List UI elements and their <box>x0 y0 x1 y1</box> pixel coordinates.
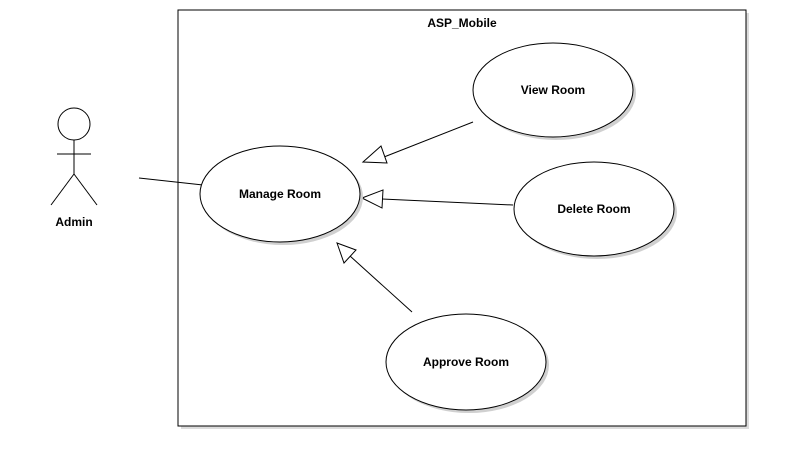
use-case-manage-room[interactable]: Manage Room <box>199 145 363 245</box>
generalization-delete-manage <box>360 189 514 209</box>
generalization-line <box>383 121 474 158</box>
generalization-line <box>349 255 413 313</box>
actor-admin[interactable]: Admin <box>50 107 98 229</box>
use-case-label: View Room <box>521 83 585 97</box>
actor-right-leg <box>73 173 98 206</box>
use-case-ellipse <box>199 145 361 243</box>
generalization-arrowhead <box>360 189 384 209</box>
generalization-view-manage <box>361 121 474 164</box>
system-name: ASP_Mobile <box>427 16 497 30</box>
use-case-ellipse <box>513 161 675 257</box>
use-case-delete-room[interactable]: Delete Room <box>513 161 677 259</box>
use-case-ellipse <box>472 42 634 138</box>
use-case-label: Manage Room <box>239 187 321 201</box>
use-case-view-room[interactable]: View Room <box>472 42 636 140</box>
generalization-line <box>381 198 514 206</box>
use-case-label: Delete Room <box>557 202 630 216</box>
use-case-approve-room[interactable]: Approve Room <box>385 313 549 413</box>
generalization-arrowhead <box>336 242 357 264</box>
use-case-label: Approve Room <box>423 355 509 369</box>
generalization-approve-manage <box>336 242 413 313</box>
use-case-ellipse <box>385 313 547 411</box>
association-admin-manage <box>138 177 204 186</box>
actor-head <box>57 107 91 141</box>
actor-left-leg <box>50 173 75 206</box>
generalization-arrowhead <box>361 145 388 164</box>
actor-name: Admin <box>55 215 92 229</box>
